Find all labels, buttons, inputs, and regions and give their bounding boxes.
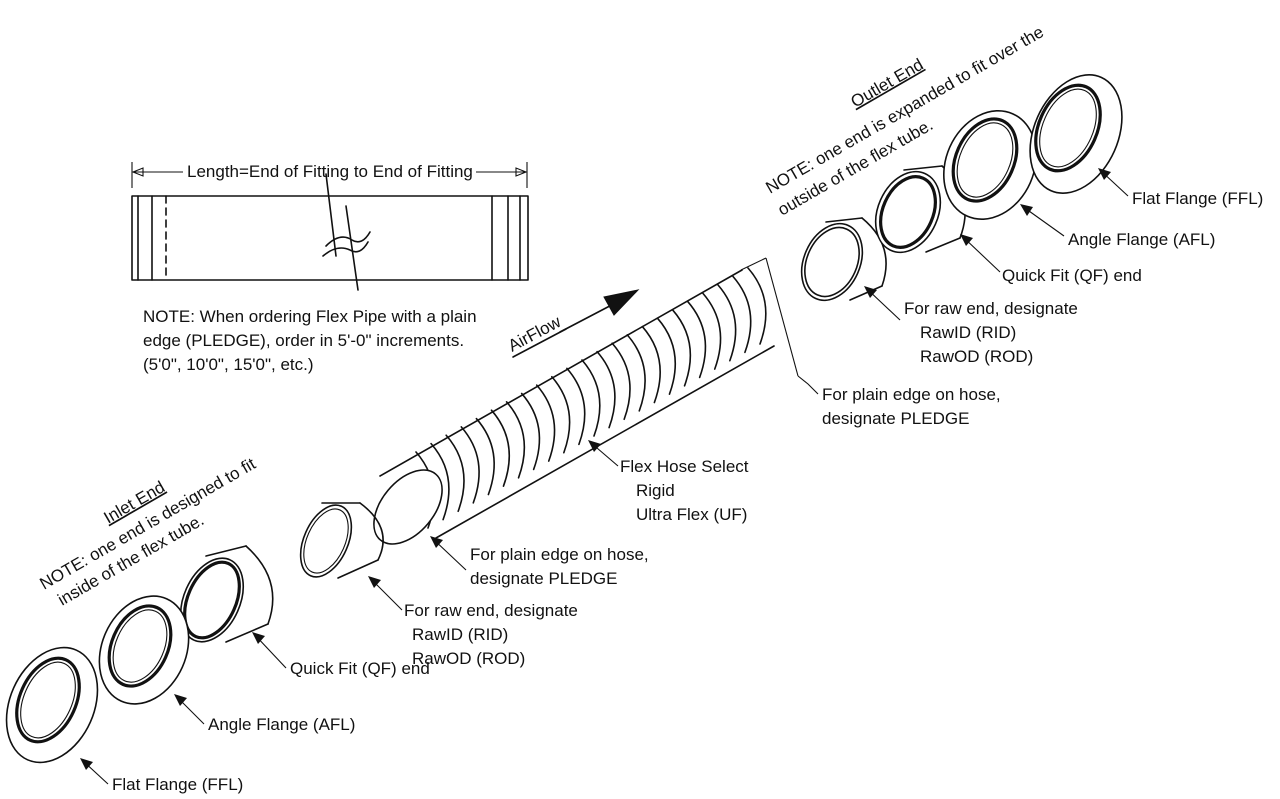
inlet-raw-end-part xyxy=(299,502,384,579)
inlet-raw-end-line1: For raw end, designate xyxy=(404,601,578,620)
pledge-note-line3: (5'0", 10'0", 15'0", etc.) xyxy=(143,355,314,374)
hose-corrugation-ring xyxy=(732,275,752,354)
arrowhead-icon xyxy=(864,286,877,298)
hose-corrugation-ring xyxy=(717,283,737,362)
outlet-angle-flange-label: Angle Flange (AFL) xyxy=(1068,230,1215,249)
airflow-indicator: AirFlow xyxy=(505,289,640,358)
hose-corrugation-ring xyxy=(445,434,465,513)
arrowhead-icon xyxy=(960,234,973,246)
pledge-note-line1: NOTE: When ordering Flex Pipe with a pla… xyxy=(143,307,477,326)
inlet-quick-fit-part xyxy=(179,545,274,643)
hose-corrugation-ring xyxy=(566,367,586,446)
inlet-raw-end-line2: RawID (RID) xyxy=(412,625,508,644)
arrowhead-icon xyxy=(1098,168,1111,180)
hose-corrugation-ring xyxy=(671,309,692,387)
pipe-length-sketch: Length=End of Fitting to End of Fitting … xyxy=(131,162,529,374)
inlet-raw-end-line3: RawOD (ROD) xyxy=(412,649,525,668)
outlet-flat-flange-part xyxy=(1029,74,1123,194)
outlet-raw-end-line3: RawOD (ROD) xyxy=(920,347,1033,366)
airflow-arrow-icon xyxy=(603,289,640,316)
inlet-plain-edge-line2: designate PLEDGE xyxy=(470,569,617,588)
hose-corrugation-ring xyxy=(520,392,541,471)
inlet-flat-flange-label: Flat Flange (FFL) xyxy=(112,775,243,794)
hose-corrugation-ring xyxy=(747,267,767,345)
outlet-plain-edge-line1: For plain edge on hose, xyxy=(822,385,1001,404)
outlet-raw-end-part xyxy=(800,217,887,302)
hose-corrugation-ring xyxy=(656,317,677,395)
hose-corrugation-ring xyxy=(686,300,707,379)
hose-corrugation-ring xyxy=(641,325,661,404)
flex-hose xyxy=(373,257,799,545)
inlet-plain-edge-line1: For plain edge on hose, xyxy=(470,545,649,564)
arrowhead-icon xyxy=(430,536,443,548)
arrowhead-icon xyxy=(1020,204,1033,216)
hose-corrugation-ring xyxy=(490,409,511,487)
hose-select-line1: Flex Hose Select xyxy=(620,457,749,476)
outlet-raw-end-line2: RawID (RID) xyxy=(920,323,1016,342)
leader-lines xyxy=(80,168,1129,785)
inlet-angle-flange-label: Angle Flange (AFL) xyxy=(208,715,355,734)
hose-corrugation-ring xyxy=(581,359,601,437)
hose-corrugation-ring xyxy=(596,350,616,429)
hose-corrugation-ring xyxy=(535,384,556,462)
hose-select-line3: Ultra Flex (UF) xyxy=(636,505,747,524)
hose-corrugation-ring xyxy=(626,334,646,412)
outlet-flat-flange-label: Flat Flange (FFL) xyxy=(1132,189,1263,208)
hose-corrugation-ring xyxy=(460,426,480,504)
hose-corrugation-ring xyxy=(611,342,631,421)
arrowhead-icon xyxy=(588,440,601,452)
inlet-quick-fit-label: Quick Fit (QF) end xyxy=(290,659,430,678)
hose-select-line2: Rigid xyxy=(636,481,675,500)
hose-corrugation-ring xyxy=(430,442,450,521)
hose-corrugation-ring xyxy=(475,417,495,496)
arrowhead-icon xyxy=(80,758,93,770)
inlet-angle-flange-part xyxy=(98,595,190,705)
hose-corrugation-ring xyxy=(505,401,526,479)
outlet-quick-fit-label: Quick Fit (QF) end xyxy=(1002,266,1142,285)
arrowhead-icon xyxy=(368,576,381,588)
outlet-raw-end-line1: For raw end, designate xyxy=(904,299,1078,318)
arrowhead-icon xyxy=(252,632,265,644)
hose-corrugation-ring xyxy=(701,292,722,370)
outlet-quick-fit-part xyxy=(874,165,966,254)
outlet-angle-flange-part xyxy=(942,110,1038,220)
arrowhead-icon xyxy=(174,694,187,706)
length-note: Length=End of Fitting to End of Fitting xyxy=(187,162,473,181)
inlet-flat-flange-part xyxy=(5,646,99,764)
outlet-plain-edge-line2: designate PLEDGE xyxy=(822,409,969,428)
pledge-note-line2: edge (PLEDGE), order in 5'-0" increments… xyxy=(143,331,464,350)
hose-corrugation-ring xyxy=(551,375,571,454)
